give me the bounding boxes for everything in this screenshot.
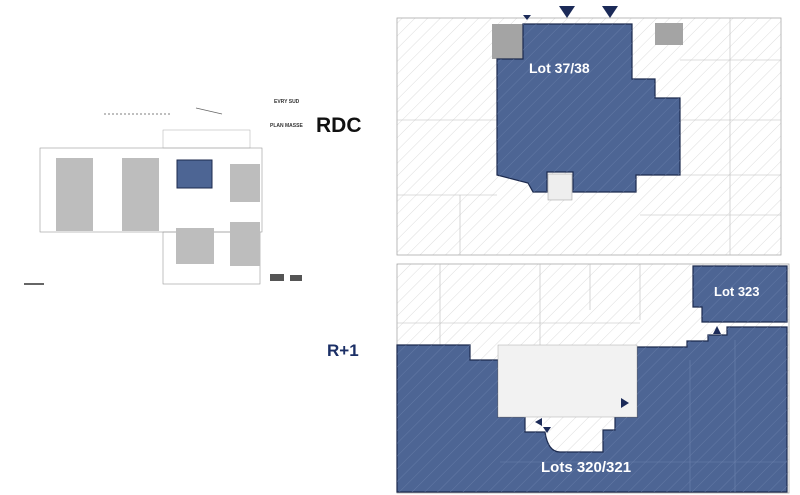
site-building bbox=[230, 222, 260, 266]
site-building-highlight bbox=[176, 159, 213, 189]
triangle-arrow-icon bbox=[602, 6, 618, 18]
site-building bbox=[122, 158, 159, 231]
lot-37-38-label: Lot 37/38 bbox=[529, 60, 590, 76]
level-label-rdc: RDC bbox=[316, 114, 362, 137]
north-arrow-icon bbox=[195, 107, 223, 115]
lot-323-label: Lot 323 bbox=[714, 284, 760, 299]
level-label-r1: R+1 bbox=[327, 341, 359, 360]
site-building bbox=[230, 164, 260, 202]
site-building bbox=[176, 228, 214, 264]
site-building bbox=[56, 158, 93, 231]
triangle-arrow-icon bbox=[523, 15, 531, 20]
r1-floor-plan bbox=[396, 263, 790, 494]
plan-title: PLAN MASSE bbox=[270, 123, 303, 129]
triangle-arrow-icon bbox=[535, 418, 542, 426]
triangle-arrow-icon bbox=[543, 427, 551, 433]
project-name: EVRY SUD bbox=[274, 99, 300, 105]
lots-320-321-label: Lots 320/321 bbox=[541, 459, 632, 476]
triangle-arrow-icon bbox=[713, 326, 721, 334]
rdc-floor-plan bbox=[396, 6, 782, 256]
triangle-arrow-icon bbox=[559, 6, 575, 18]
site-plan bbox=[24, 107, 302, 285]
triangle-arrow-icon bbox=[621, 398, 629, 408]
